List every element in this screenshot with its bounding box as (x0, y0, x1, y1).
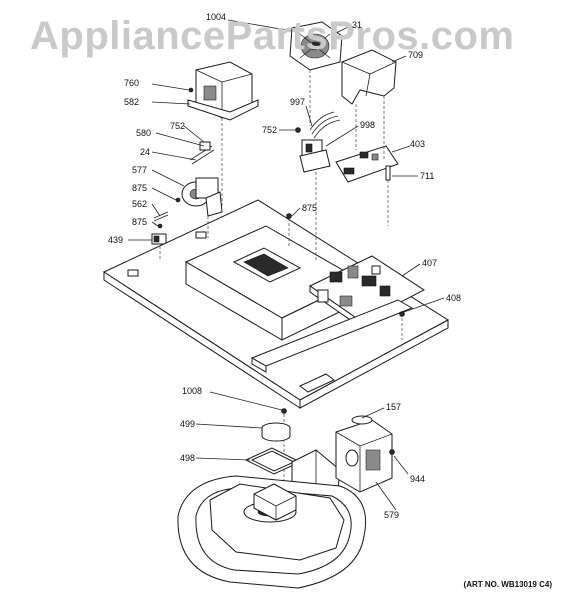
callout-582: 582 (124, 97, 140, 107)
callout-157: 157 (386, 402, 402, 412)
wire-harness (295, 111, 341, 173)
fan-assembly (289, 21, 343, 71)
callout-403: 403 (410, 139, 426, 149)
callout-407: 407 (422, 258, 438, 268)
watermark-logo: AppliancePartsPros.com (30, 14, 515, 58)
callout-998: 998 (360, 120, 376, 130)
callout-760: 760 (124, 78, 140, 88)
callout-711: 711 (420, 171, 435, 181)
main-chassis (102, 199, 449, 409)
motor-577 (151, 141, 223, 245)
callout-leaders (128, 19, 445, 511)
control-board-403 (335, 145, 399, 183)
callout-562: 562 (132, 199, 148, 209)
callout-709: 709 (408, 50, 424, 60)
transformer (187, 61, 259, 121)
callout-579: 579 (384, 510, 400, 520)
callout-408: 408 (446, 293, 462, 303)
callout-31: 31 (352, 20, 363, 30)
callout-875-center: 875 (302, 203, 318, 213)
callout-499: 499 (180, 419, 196, 429)
callout-439: 439 (108, 235, 124, 245)
callout-875-upper: 875 (132, 183, 148, 193)
callout-944: 944 (410, 474, 426, 484)
callout-498: 498 (180, 453, 196, 463)
art-number: (ART NO. WB13019 C4) (463, 580, 552, 589)
callout-752-left: 752 (170, 121, 186, 131)
callout-875-lower: 875 (132, 217, 148, 227)
callout-577: 577 (132, 165, 148, 175)
callout-1004: 1004 (206, 12, 227, 22)
lower-assembly (177, 408, 395, 589)
callout-997: 997 (290, 97, 306, 107)
callout-580: 580 (136, 128, 152, 138)
callout-752-right: 752 (262, 125, 278, 135)
callout-24: 24 (140, 147, 151, 157)
callout-1008: 1008 (182, 386, 203, 396)
